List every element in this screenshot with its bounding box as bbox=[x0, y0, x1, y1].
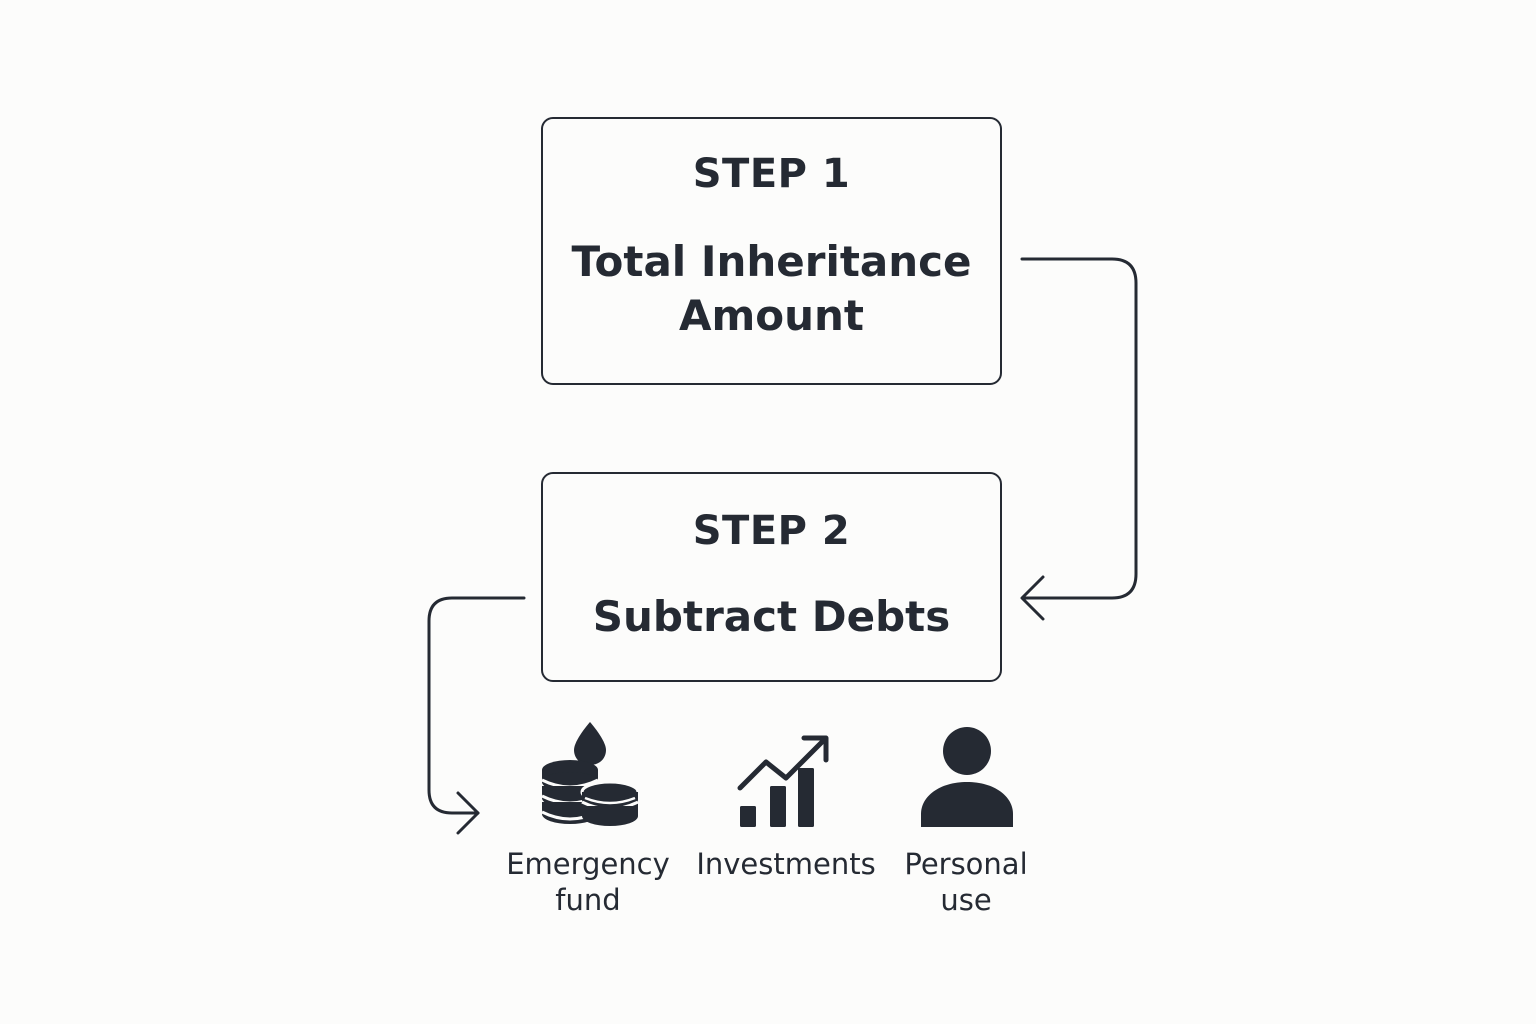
step1-to-step2-arrowhead bbox=[1020, 575, 1045, 621]
step-1-title-line: Total Inheritance bbox=[571, 237, 972, 286]
person-icon bbox=[921, 727, 1013, 827]
allocation-label-line: fund bbox=[555, 883, 621, 917]
allocation-label-personal-use: Personal use bbox=[866, 846, 1066, 918]
allocation-label-emergency-fund: Emergency fund bbox=[488, 846, 688, 918]
allocation-label-line: Investments bbox=[696, 847, 876, 881]
coins-drop-icon bbox=[541, 722, 640, 826]
allocation-label-investments: Investments bbox=[686, 846, 886, 882]
step-1-label: STEP 1 bbox=[692, 151, 851, 197]
step1-to-step2-arrow bbox=[1020, 257, 1138, 600]
step-2-title-line: Subtract Debts bbox=[592, 592, 951, 641]
step-2-label: STEP 2 bbox=[692, 508, 851, 554]
step2-to-allocations-arrowhead bbox=[456, 791, 480, 835]
step-2-title: Subtract Debts bbox=[543, 590, 1000, 644]
allocation-label-line: Personal bbox=[904, 847, 1028, 881]
step-1-box: STEP 1 Total Inheritance Amount bbox=[541, 117, 1002, 385]
growth-chart-icon bbox=[737, 735, 829, 827]
allocation-label-line: Emergency bbox=[506, 847, 670, 881]
allocation-label-line: use bbox=[940, 883, 992, 917]
step2-to-allocations-arrow bbox=[427, 596, 526, 815]
step-1-title-line: Amount bbox=[678, 291, 864, 340]
step-2-box: STEP 2 Subtract Debts bbox=[541, 472, 1002, 682]
step-1-title: Total Inheritance Amount bbox=[543, 235, 1000, 343]
